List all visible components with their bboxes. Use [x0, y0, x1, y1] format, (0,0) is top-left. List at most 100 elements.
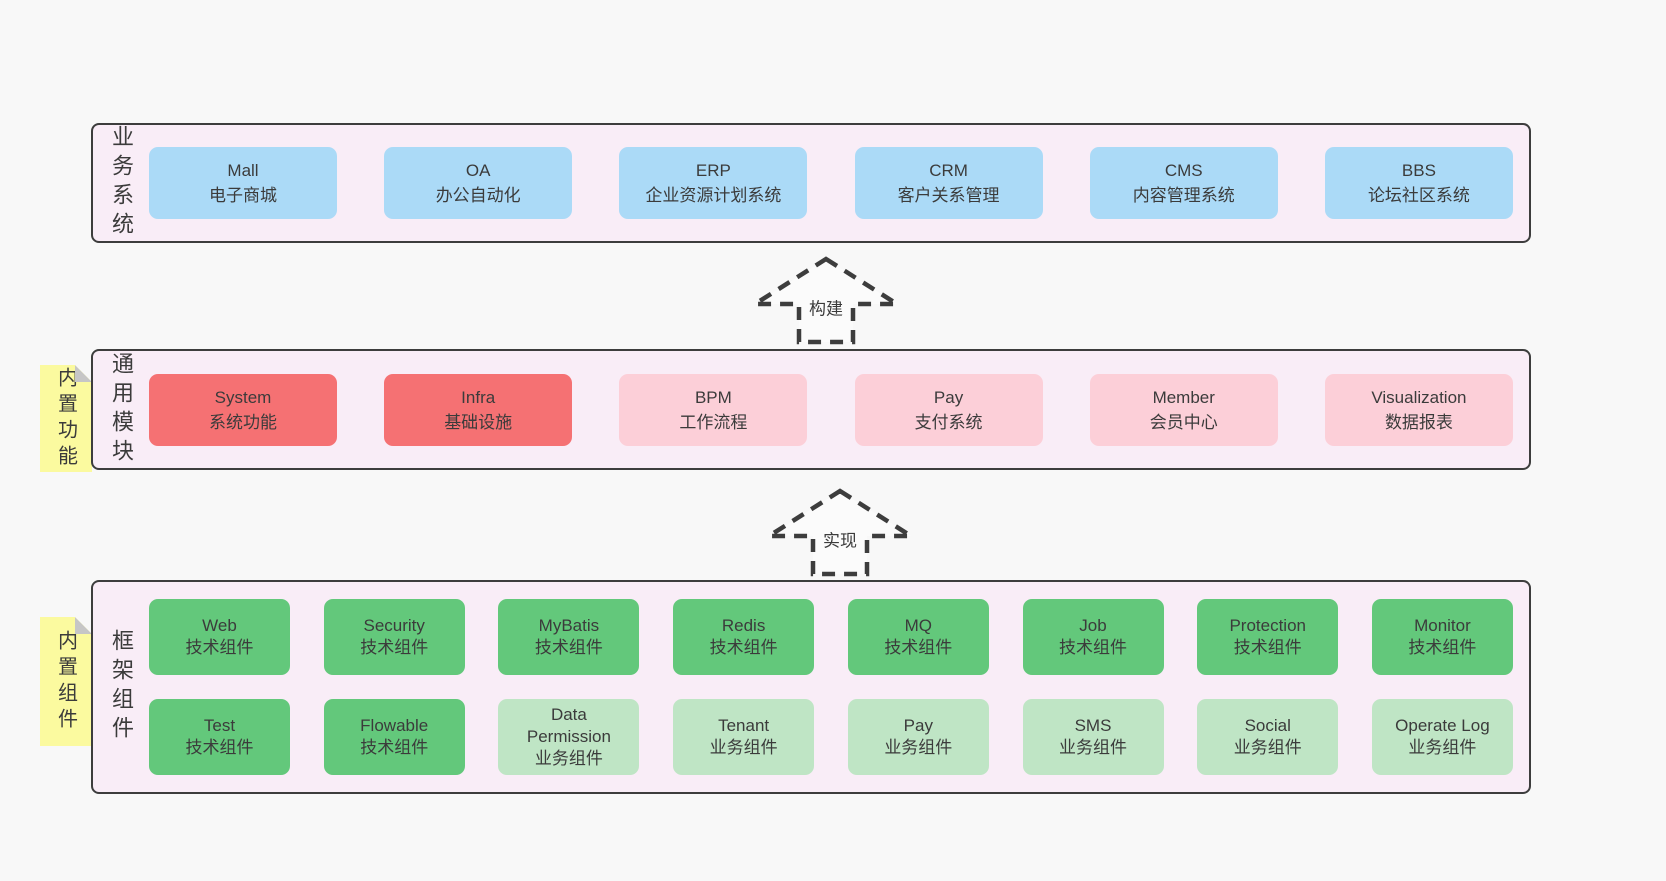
arrow-build-label: 构建 [804, 292, 848, 322]
band-label-text: 业务系统 [109, 125, 134, 241]
box-subtitle: 技术组件 [1059, 638, 1128, 657]
box-subtitle: 技术组件 [884, 638, 953, 657]
box-subtitle: 业务组件 [534, 749, 603, 768]
box-title: Flowable [360, 716, 429, 735]
sticky-note-built-in-features: 内置功能 [40, 365, 92, 472]
framework-components-row-1: Web 技术组件 Security 技术组件 MyBatis 技术组件 Redi… [149, 599, 1513, 675]
box-title: Data Permission [526, 705, 611, 746]
box-subtitle: 工作流程 [679, 412, 748, 432]
box-title: Job [1079, 616, 1107, 635]
band-framework-components-label: 框架组件 [93, 582, 149, 792]
box-crm: CRM 客户关系管理 [854, 147, 1043, 219]
box-subtitle: 技术组件 [360, 638, 429, 657]
box-pay-module: Pay 支付系统 [854, 373, 1043, 446]
box-visualization: Visualization 数据报表 [1324, 373, 1513, 446]
box-security: Security 技术组件 [323, 599, 465, 675]
band-business-systems: 业务系统 Mall 电子商城 OA 办公自动化 ERP 企业资源计划系统 CRM… [91, 123, 1531, 243]
box-subtitle: 技术组件 [185, 738, 254, 757]
box-title: SMS [1074, 716, 1112, 735]
box-title: BBS [1401, 161, 1436, 180]
box-member: Member 会员中心 [1089, 373, 1278, 446]
band-common-modules-label: 通用模块 [93, 351, 149, 468]
box-title: MyBatis [538, 616, 600, 635]
box-subtitle: 基础设施 [444, 412, 513, 432]
framework-components-row-2: Test 技术组件 Flowable 技术组件 Data Permission … [149, 699, 1513, 775]
arrow-implement: 实现 [764, 486, 916, 578]
box-subtitle: 办公自动化 [435, 186, 521, 205]
box-subtitle: 技术组件 [709, 638, 778, 657]
box-subtitle: 数据报表 [1384, 412, 1453, 432]
box-title: Member [1152, 387, 1215, 407]
box-job: Job 技术组件 [1022, 599, 1164, 675]
box-subtitle: 内容管理系统 [1132, 186, 1235, 205]
box-title: CMS [1164, 161, 1203, 180]
sticky-note-built-in-components: 内置组件 [40, 617, 92, 746]
box-pay-component: Pay 业务组件 [847, 699, 989, 775]
box-title: Mall [227, 161, 259, 180]
box-oa: OA 办公自动化 [384, 147, 573, 219]
band-common-modules: 通用模块 System 系统功能 Infra 基础设施 BPM 工作流程 Pay… [91, 349, 1531, 470]
box-subtitle: 业务组件 [1408, 738, 1477, 757]
box-operate-log: Operate Log 业务组件 [1371, 699, 1513, 775]
box-protection: Protection 技术组件 [1197, 599, 1339, 675]
box-mybatis: MyBatis 技术组件 [498, 599, 640, 675]
business-systems-items: Mall 电子商城 OA 办公自动化 ERP 企业资源计划系统 CRM 客户关系… [149, 125, 1529, 241]
box-tenant: Tenant 业务组件 [673, 699, 815, 775]
box-title: Pay [933, 387, 964, 407]
box-data-permission: Data Permission 业务组件 [498, 699, 640, 775]
box-subtitle: 技术组件 [1233, 638, 1302, 657]
box-subtitle: 支付系统 [914, 412, 983, 432]
box-title: Security [363, 616, 425, 635]
box-title: ERP [695, 161, 731, 180]
box-title: Infra [461, 387, 496, 407]
box-title: BPM [694, 387, 732, 407]
box-subtitle: 电子商城 [209, 186, 277, 205]
box-title: Operate Log [1395, 716, 1490, 735]
box-flowable: Flowable 技术组件 [323, 699, 465, 775]
box-title: Visualization [1371, 387, 1467, 407]
arrow-implement-label: 实现 [818, 524, 862, 554]
box-sms: SMS 业务组件 [1022, 699, 1164, 775]
band-label-text: 框架组件 [109, 629, 134, 745]
box-monitor: Monitor 技术组件 [1371, 599, 1513, 675]
box-title: Web [202, 616, 237, 635]
box-mq: MQ 技术组件 [847, 599, 989, 675]
box-subtitle: 技术组件 [360, 738, 429, 757]
box-title: Protection [1229, 616, 1306, 635]
sticky-fold-icon [75, 365, 92, 382]
box-cms: CMS 内容管理系统 [1089, 147, 1278, 219]
box-test: Test 技术组件 [149, 699, 290, 775]
band-business-systems-label: 业务系统 [93, 125, 149, 241]
box-title: OA [465, 161, 491, 180]
box-redis: Redis 技术组件 [673, 599, 815, 675]
framework-components-items: Web 技术组件 Security 技术组件 MyBatis 技术组件 Redi… [149, 582, 1529, 792]
box-social: Social 业务组件 [1197, 699, 1339, 775]
band-framework-components: 框架组件 Web 技术组件 Security 技术组件 MyBatis 技术组件… [91, 580, 1531, 794]
box-title: MQ [904, 616, 932, 635]
box-bpm: BPM 工作流程 [619, 373, 808, 446]
sticky-label: 内置功能 [54, 366, 77, 471]
common-modules-items: System 系统功能 Infra 基础设施 BPM 工作流程 Pay 支付系统… [149, 351, 1529, 468]
box-title: Test [203, 716, 236, 735]
box-subtitle: 业务组件 [1059, 738, 1128, 757]
box-web: Web 技术组件 [149, 599, 290, 675]
box-title: CRM [929, 161, 968, 180]
box-system: System 系统功能 [149, 373, 337, 446]
box-subtitle: 技术组件 [185, 638, 254, 657]
box-title: Tenant [718, 716, 770, 735]
box-title: Redis [721, 616, 766, 635]
sticky-fold-icon [75, 617, 92, 634]
box-subtitle: 论坛社区系统 [1367, 186, 1470, 205]
sticky-label: 内置组件 [54, 629, 77, 734]
band-label-text: 通用模块 [109, 351, 134, 468]
box-erp: ERP 企业资源计划系统 [619, 147, 808, 219]
box-subtitle: 系统功能 [209, 412, 277, 432]
box-subtitle: 技术组件 [534, 638, 603, 657]
box-subtitle: 企业资源计划系统 [645, 186, 782, 205]
box-infra: Infra 基础设施 [384, 373, 573, 446]
box-mall: Mall 电子商城 [149, 147, 337, 219]
box-title: Monitor [1414, 616, 1471, 635]
box-title: Pay [903, 716, 933, 735]
box-subtitle: 业务组件 [709, 738, 778, 757]
box-bbs: BBS 论坛社区系统 [1324, 147, 1513, 219]
